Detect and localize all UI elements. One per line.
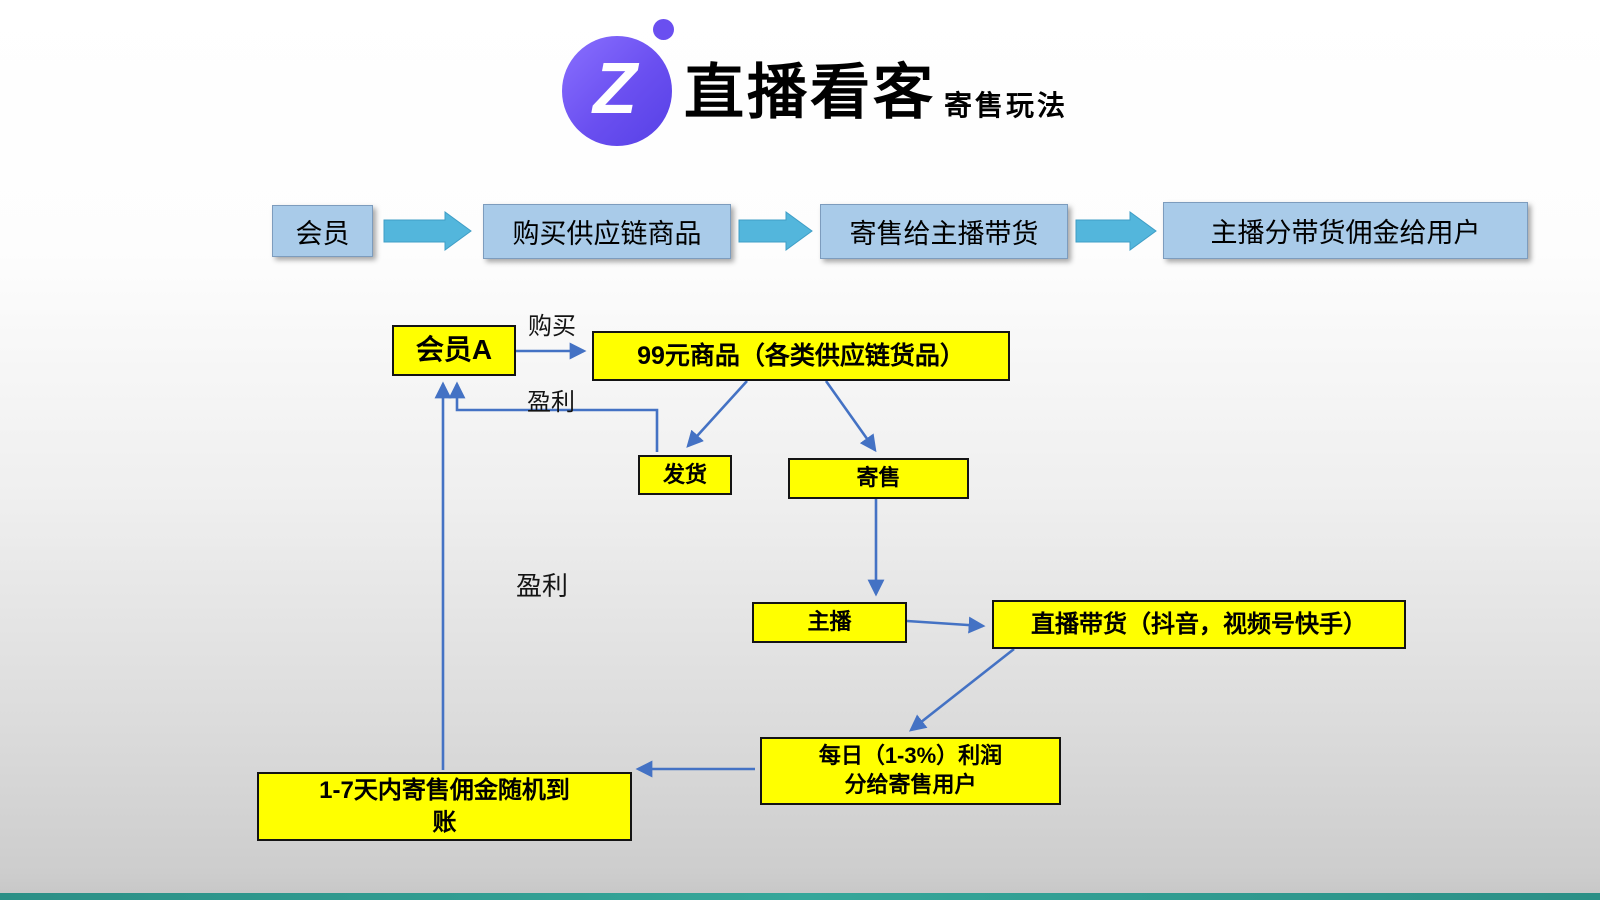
node-live-selling: 直播带货（抖音，视频号快手） (992, 600, 1406, 649)
connector-ship-profit-to-member (448, 381, 659, 452)
flow-step-commission-share: 主播分带货佣金给用户 (1163, 202, 1528, 259)
connector-live-to-daily (909, 647, 1015, 732)
logo-dot-icon (653, 19, 674, 40)
node-product: 99元商品（各类供应链货品） (592, 331, 1010, 381)
flow-step-member: 会员 (272, 205, 373, 257)
bottom-accent-strip (0, 893, 1600, 900)
page-subtitle: 寄售玩法 (944, 90, 1069, 121)
page-title: 直播看客 (684, 59, 936, 126)
node-streamer: 主播 (752, 602, 907, 643)
connector-product-to-ship (686, 380, 748, 448)
node-member-a: 会员A (392, 325, 516, 376)
node-ship: 发货 (638, 455, 732, 495)
flow-step-buy-supply: 购买供应链商品 (483, 204, 731, 259)
node-daily-profit: 每日（1-3%）利润 分给寄售用户 (760, 737, 1061, 805)
node-daily-profit-line1: 每日（1-3%）利润 (818, 743, 1003, 769)
node-payout: 1-7天内寄售佣金随机到 账 (257, 772, 632, 841)
node-daily-profit-line2: 分给寄售用户 (844, 772, 977, 797)
app-logo: Z (562, 36, 672, 146)
node-payout-line1: 1-7天内寄售佣金随机到 (319, 777, 570, 805)
node-consign: 寄售 (788, 458, 969, 499)
connector-product-to-consign (824, 380, 877, 453)
block-arrow-icon (1075, 211, 1157, 251)
logo-letter: Z (593, 49, 637, 129)
flow-step-consign-streamer: 寄售给主播带货 (820, 204, 1068, 259)
connector-streamer-to-live (906, 616, 986, 634)
edge-label-profit-mid: 盈利 (516, 571, 569, 601)
node-payout-line2: 账 (432, 808, 457, 836)
edge-label-buy: 购买 (528, 313, 576, 340)
block-arrow-icon (383, 211, 472, 251)
block-arrow-icon (738, 211, 813, 251)
edge-label-profit-top: 盈利 (527, 389, 575, 416)
